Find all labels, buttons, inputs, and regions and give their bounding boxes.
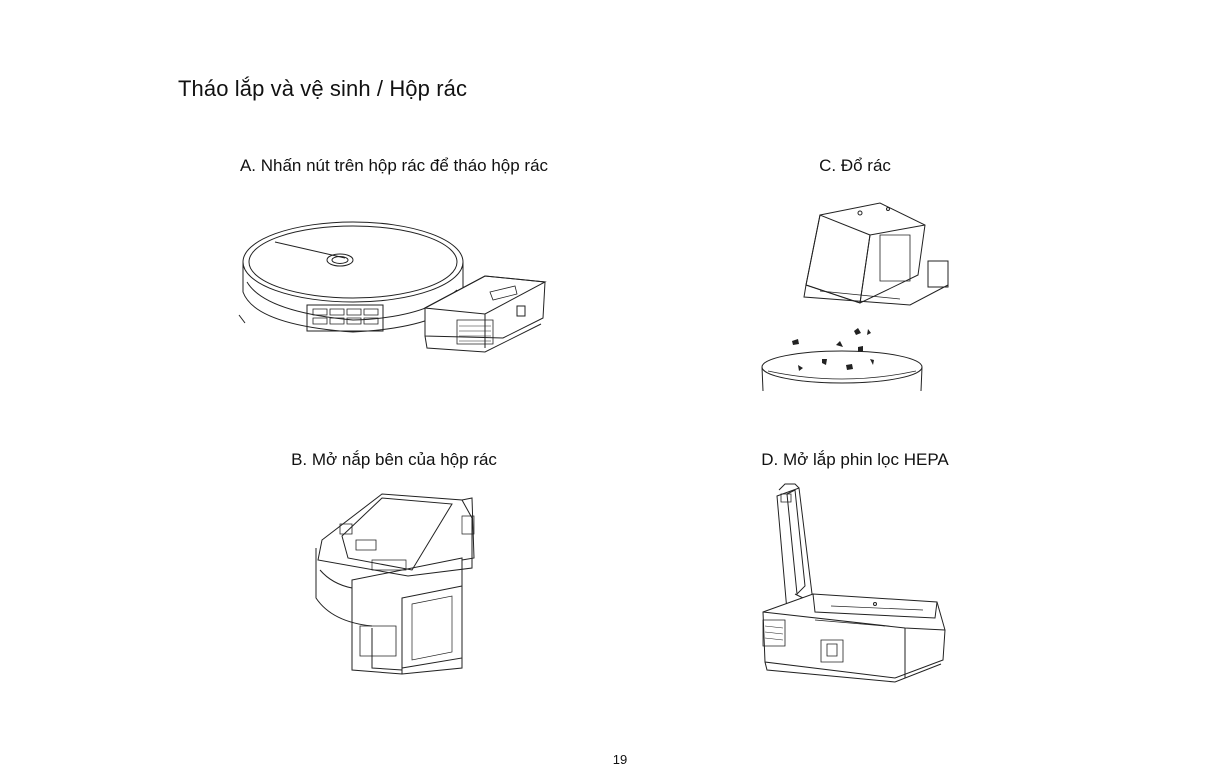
page-number: 19 (612, 752, 628, 767)
illustration-open-side-cover (312, 488, 482, 678)
caption-step-b: B. Mở nắp bên của hộp rác (291, 450, 497, 469)
caption-step-d: D. Mở lắp phin lọc HEPA (761, 450, 949, 469)
caption-step-a: A. Nhấn nút trên hộp rác để tháo hộp rác (239, 156, 549, 175)
page-title: Tháo lắp và vệ sinh / Hộp rác (178, 76, 468, 101)
caption-step-c: C. Đổ rác (819, 156, 891, 175)
illustration-empty-dustbin (760, 195, 950, 395)
illustration-open-hepa-filter (755, 482, 955, 682)
illustration-remove-dustbin (235, 220, 555, 360)
